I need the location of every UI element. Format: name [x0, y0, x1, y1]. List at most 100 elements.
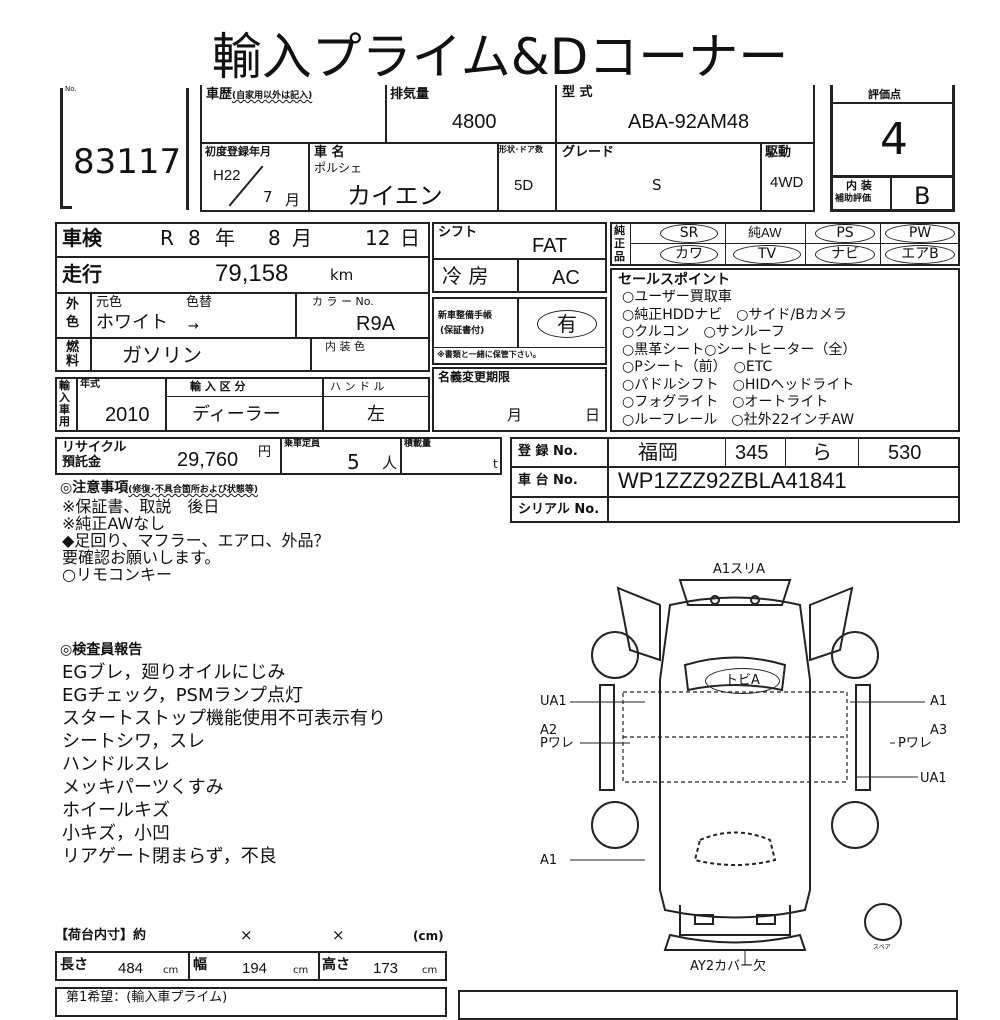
cargo-dimensions	[55, 951, 447, 981]
capacity-unit: 人	[382, 454, 398, 472]
sales-points-box	[610, 268, 960, 432]
mileage-unit: km	[330, 266, 354, 284]
inspection-label: 車検	[62, 226, 102, 250]
car-damage-diagram	[570, 579, 925, 965]
genuine-sr: SR	[660, 224, 718, 243]
capacity-value: 5	[347, 450, 360, 474]
note-line: ※純正AWなし	[62, 514, 166, 533]
genuine-parts-table	[610, 222, 960, 266]
interior-label-2: 補助評価	[835, 194, 872, 204]
first-reg-label: 初度登録年月	[205, 145, 271, 158]
manual-value: 有	[537, 310, 597, 338]
note-line: 要確認お願いします。	[62, 548, 221, 567]
height-label: 高さ	[322, 957, 350, 973]
recycle-label-2: 預託金	[62, 455, 102, 470]
damage-right-2b: Pワレ	[898, 736, 932, 751]
grade-value: S	[652, 176, 662, 194]
grade-label: グレード	[562, 145, 615, 160]
doors-value: 5D	[514, 177, 534, 194]
name-change-box	[432, 367, 607, 432]
name-change-label: 名義変更期限	[438, 370, 511, 384]
registration-pref: 福岡	[638, 440, 678, 464]
report-line: リアゲート閉まらず，不良	[62, 846, 277, 867]
genuine-ps: PS	[815, 224, 875, 243]
damage-roof: トビA	[705, 668, 780, 694]
sales-point: ○ユーザー買取車	[622, 289, 732, 305]
aircon-value: AC	[552, 267, 580, 289]
inspector-label: ◎検査員報告	[60, 642, 143, 658]
sales-point: ○フォグライト ○オートライト	[622, 394, 829, 410]
cargo-x1: ×	[240, 926, 253, 944]
manual-label-2: (保証書付)	[440, 326, 485, 336]
inspection-year-unit: 年	[215, 226, 235, 250]
bottom-right-box	[458, 990, 958, 1020]
mileage-value: 79,158	[215, 260, 289, 287]
handle-value: 左	[367, 404, 385, 425]
shift-value: FAT	[532, 235, 568, 257]
note-line: ※保証書、取説 後日	[62, 497, 220, 516]
color-side-1: 外	[66, 297, 80, 312]
damage-left-2b: Pワレ	[540, 736, 574, 751]
report-line: EGチェック，PSMランプ点灯	[62, 685, 303, 706]
fuel-side-1: 燃	[66, 340, 80, 355]
inspection-day-unit: 日	[400, 226, 420, 250]
page-title: 輸入プライム&Dコーナー	[211, 28, 789, 86]
sales-points-label: セールスポイント	[618, 272, 730, 288]
chassis-label: 車 台 No.	[518, 473, 578, 488]
color-side-2: 色	[66, 315, 80, 330]
length-label: 長さ	[60, 957, 88, 973]
cargo-unit: (cm)	[413, 929, 444, 943]
sales-point: ○クルコン ○サンルーフ	[622, 324, 785, 340]
damage-left-3: A1	[540, 853, 558, 868]
handle-label: ハ ン ド ル	[330, 380, 385, 393]
note-line: ◆足回り、マフラー、エアロ、外品？	[62, 531, 330, 550]
displacement-value: 4800	[452, 111, 497, 133]
cargo-label: 【荷台内寸】約	[55, 928, 147, 943]
notes-list: ※保証書、取説 後日 ※純正AWなし ◆足回り、マフラー、エアロ、外品？ 要確認…	[62, 498, 330, 583]
history-label: 車歴	[206, 87, 233, 102]
genuine-leather: カワ	[660, 245, 718, 264]
sales-point: ○ルーフレール ○社外22インチAW	[622, 411, 855, 428]
width-unit: cm	[293, 965, 309, 976]
fuel-value: ガソリン	[122, 343, 202, 367]
lot-label: No.	[65, 85, 77, 93]
damage-top: A1スリA	[713, 562, 766, 577]
sales-point: ○Pシート（前） ○ETC	[622, 359, 773, 375]
import-side-label: 輸入車用	[59, 379, 70, 428]
orig-color-value: ホワイト	[96, 312, 168, 333]
cargo-x2: ×	[332, 926, 345, 944]
lot-number: 83117	[73, 142, 182, 182]
score-box	[830, 85, 955, 212]
score-value: 4	[880, 114, 908, 165]
inspection-day: 12	[365, 226, 391, 250]
interior-color-label: 内 装 色	[325, 340, 365, 353]
registration-kana: ら	[812, 440, 832, 464]
sales-point: ○パドルシフト ○HIDヘッドライト	[622, 376, 855, 393]
damage-right-2a: A3	[930, 723, 948, 738]
orig-color-label: 元色	[96, 295, 123, 310]
notes-label: ◎注意事項(修復･不具合箇所および状態等)	[60, 480, 258, 496]
color-code-label: カ ラ ー No.	[312, 295, 374, 308]
recycle-label-1: リサイクル	[62, 440, 127, 455]
color-change-label: 色替	[186, 295, 213, 310]
report-line: スタートストップ機能使用不可表示有り	[62, 708, 386, 729]
doors-label: 形状･ドア数	[499, 145, 543, 154]
fuel-side-2: 料	[66, 354, 80, 369]
drive-value: 4WD	[770, 174, 804, 191]
model-code-value: ABA-92AM48	[628, 111, 750, 133]
recycle-unit: 円	[258, 445, 272, 460]
inspection-month: 8	[268, 226, 281, 250]
name-change-month: 月	[507, 406, 523, 424]
first-reg-month-unit: 月	[285, 191, 301, 209]
chassis-value: WP1ZZZ92ZBLA41841	[618, 468, 847, 493]
drive-label: 駆動	[765, 145, 792, 160]
registration-table	[510, 437, 960, 523]
genuine-aw: 純AW	[748, 225, 782, 240]
damage-left-2a: A2	[540, 723, 558, 738]
report-line: メッキパーツくすみ	[62, 777, 224, 798]
genuine-airbag: エアB	[885, 245, 955, 264]
damage-bottom: AY2カバー欠	[690, 959, 767, 974]
recycle-table	[55, 437, 502, 475]
sales-points-list: ○ユーザー買取車 ○純正HDDナビ ○サイド/Bカメラ ○クルコン ○サンルーフ…	[622, 289, 856, 429]
wish-text: 第1希望：(輸入車プライム)	[66, 990, 228, 1005]
